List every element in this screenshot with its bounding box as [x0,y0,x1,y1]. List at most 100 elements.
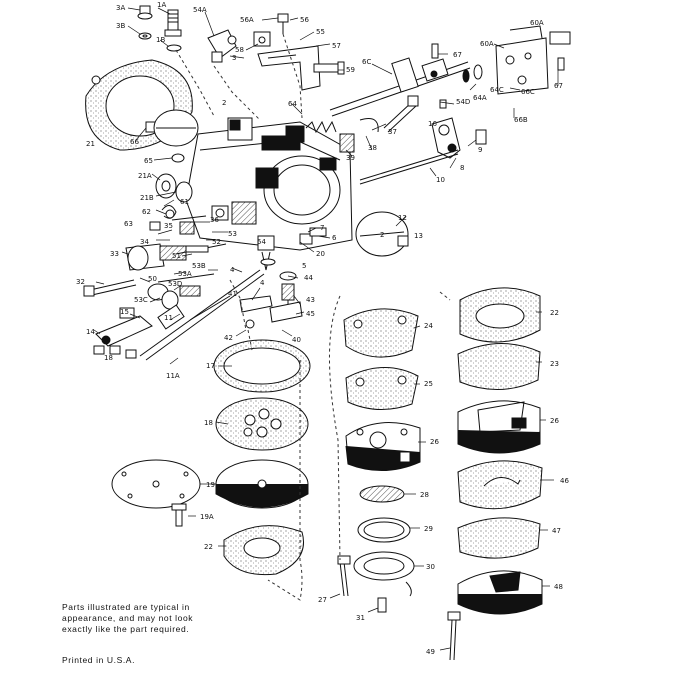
label-52: 52 [212,238,221,246]
disclaimer-note: Parts illustrated are typical in appeara… [62,602,232,635]
gasket-29 [357,517,411,543]
label-2-top: 2 [222,99,226,107]
gasket-22-left [223,525,304,576]
label-45: 45 [306,310,315,318]
label-65: 65 [144,157,153,165]
label-2-right: 2 [380,231,384,239]
label-49: 49 [426,648,435,656]
fitting-1a [164,9,182,52]
label-1a: 1A [157,1,166,9]
jet-54-20 [257,227,327,271]
label-26-right: 26 [550,417,559,425]
label-61: 61 [180,198,189,206]
gasket-22-right [459,287,541,343]
valve-36-35 [171,215,207,235]
label-19: 19 [206,481,215,489]
diaphragm-23 [457,343,541,390]
label-66c: 66C [521,88,535,96]
label-62: 62 [142,208,151,216]
body-26-right [457,400,541,454]
label-16: 16 [428,120,437,128]
parts-drawing [83,5,571,661]
label-14: 14 [86,328,95,336]
label-41: 41 [228,290,237,298]
label-33: 33 [110,250,119,258]
screws-16-left [93,345,137,359]
label-53b: 53B [192,262,206,270]
needle-51-52 [157,243,227,283]
label-53: 53 [228,230,237,238]
label-48: 48 [554,583,563,591]
label-66: 66 [130,138,139,146]
throttle-shaft-6c [329,43,471,117]
label-3b: 3B [116,22,125,30]
label-29: 29 [424,525,433,533]
label-54a: 54A [193,6,207,14]
label-25: 25 [424,380,433,388]
printed-in-usa: Printed in U.S.A. [62,655,136,665]
cover-30 [353,551,415,597]
label-60a-top: 60A [530,19,544,27]
label-51: 51 [172,252,181,260]
label-47: 47 [552,527,561,535]
screw-19a [171,503,187,527]
label-3: 3 [232,54,236,62]
label-3a: 3A [116,4,125,12]
diaphragm-28 [359,485,405,503]
label-26-center: 26 [430,438,439,446]
label-43: 43 [306,296,315,304]
label-53a: 53A [178,270,192,278]
label-56a: 56A [240,16,254,24]
label-12: 12 [398,214,407,222]
disclaimer-line-2: appearance, and may not look [62,613,194,623]
screw-56a [277,13,289,34]
label-55: 55 [316,28,325,36]
pump-33-34 [125,243,187,271]
gasket-46 [457,460,543,510]
screw-49 [447,611,461,661]
label-54: 54 [257,238,266,246]
screw-9 [475,129,487,145]
cover-48 [457,570,543,615]
label-64c: 64C [490,86,504,94]
label-36: 36 [210,216,219,224]
assembly-lines [175,33,451,601]
label-27: 27 [318,596,327,604]
spring-39 [339,133,355,153]
label-23: 23 [550,360,559,368]
label-18-left: 18 [104,354,113,362]
label-7: 7 [320,224,324,232]
label-67-right: 67 [554,82,563,90]
label-56: 56 [300,16,309,24]
valve-43-44-45 [269,271,303,323]
label-35: 35 [164,222,173,230]
label-31: 31 [356,614,365,622]
label-66b: 66B [514,116,528,124]
shaft-11 [139,269,265,361]
label-34: 34 [140,238,149,246]
label-58: 58 [235,46,244,54]
label-6c: 6C [362,58,371,66]
label-20: 20 [316,250,325,258]
label-57: 57 [332,42,341,50]
fitting-58 [253,31,271,47]
label-53c: 53C [134,296,148,304]
diaphragm-47 [457,517,541,559]
label-19a: 19A [200,513,214,521]
label-38: 38 [368,144,377,152]
screw-63 [149,221,161,231]
seal-65 [171,153,185,163]
label-18: 18 [204,419,213,427]
label-59: 59 [346,66,355,74]
screw-31 [377,597,387,613]
label-63: 63 [124,220,133,228]
label-46: 46 [560,477,569,485]
label-5: 5 [302,262,306,270]
label-37: 37 [388,128,397,136]
label-17: 17 [206,362,215,370]
disclaimer-line-3: exactly like the part required. [62,624,190,634]
lever-plate-60a [462,25,549,95]
label-21a: 21A [138,172,152,180]
lever-14-15 [95,307,153,347]
spring-64 [305,120,337,134]
